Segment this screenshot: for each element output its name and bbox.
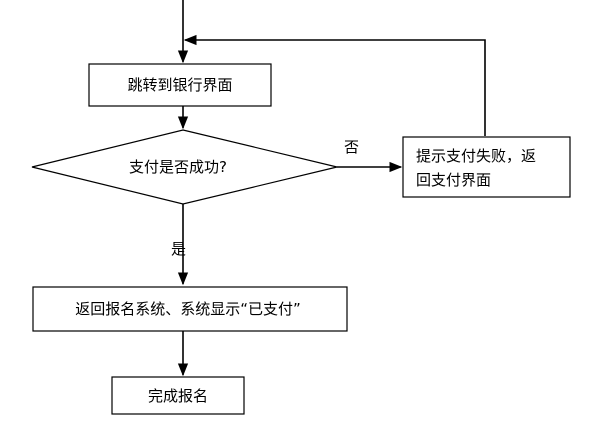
payment-decision-label: 支付是否成功? bbox=[129, 158, 227, 176]
complete-registration-box bbox=[111, 376, 245, 415]
payment-failed-label-line2: 回支付界面 bbox=[416, 171, 491, 189]
loop-back-connector bbox=[183, 34, 486, 136]
return-system-box bbox=[32, 286, 348, 332]
payment-failed-label-line1: 提示支付失败，返 bbox=[416, 147, 536, 165]
jump-to-bank-box bbox=[88, 63, 272, 107]
return-system-label: 返回报名系统、系统显示“已支付” bbox=[75, 300, 301, 318]
no-label: 否 bbox=[344, 138, 359, 156]
jump-to-bank-label: 跳转到银行界面 bbox=[127, 76, 232, 94]
yes-label: 是 bbox=[171, 240, 186, 258]
complete-registration-label: 完成报名 bbox=[148, 387, 208, 405]
payment-failed-box bbox=[402, 136, 571, 198]
